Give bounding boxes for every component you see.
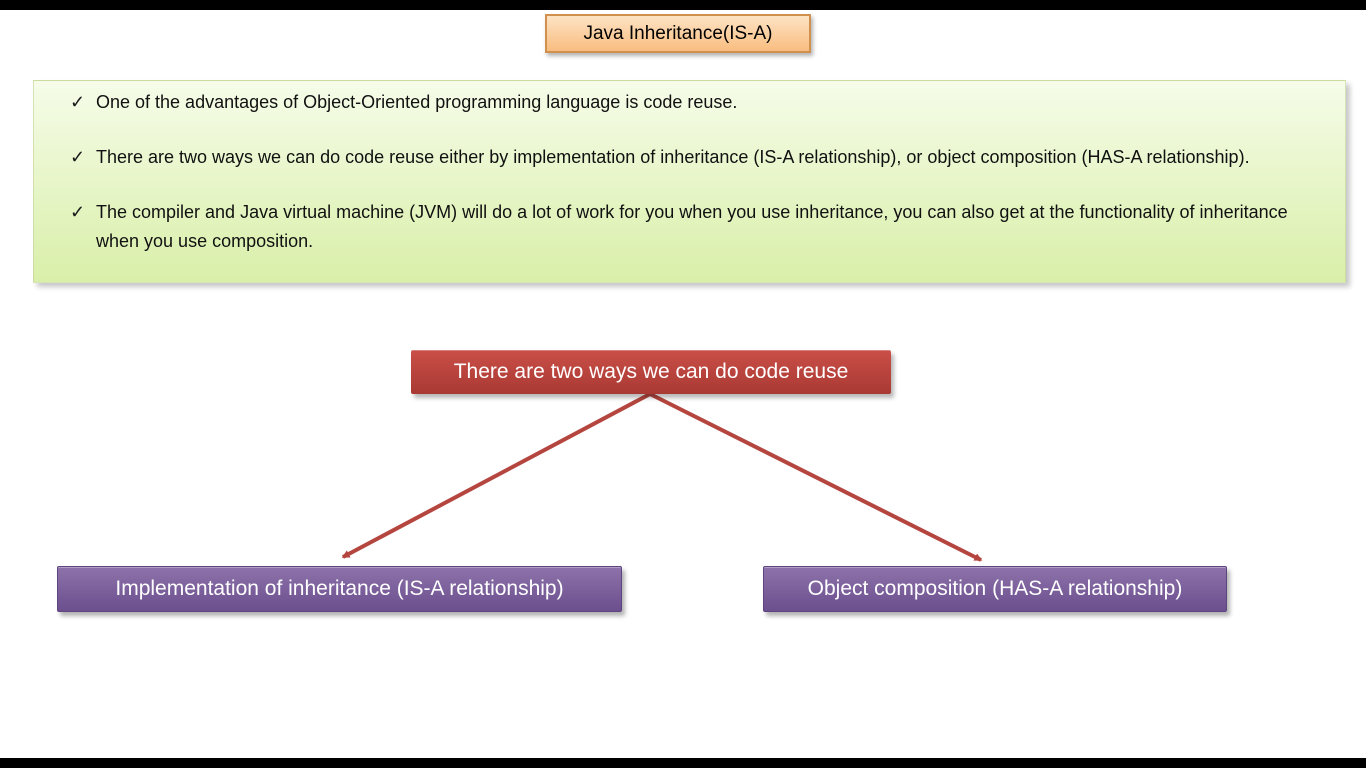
notes-panel: ✓ One of the advantages of Object-Orient… <box>33 80 1346 283</box>
bullet-item: ✓ The compiler and Java virtual machine … <box>70 198 1325 256</box>
root-node-label: There are two ways we can do code reuse <box>453 360 849 383</box>
checkmark-icon: ✓ <box>70 147 86 167</box>
bullet-item: ✓ There are two ways we can do code reus… <box>70 143 1325 172</box>
root-node: There are two ways we can do code reuse <box>411 350 891 394</box>
checkmark-icon: ✓ <box>70 92 86 112</box>
checkmark-icon: ✓ <box>70 202 86 222</box>
bullet-text: The compiler and Java virtual machine (J… <box>96 202 1288 251</box>
left-child-label: Implementation of inheritance (IS-A rela… <box>115 577 564 600</box>
right-child-node: Object composition (HAS-A relationship) <box>763 566 1227 612</box>
letterbox-bottom-bar <box>0 758 1366 768</box>
letterbox-top-bar <box>0 0 1366 10</box>
arrow-to-right-child <box>649 392 983 562</box>
slide-title-box: Java Inheritance(IS-A) <box>545 14 811 53</box>
bullet-item: ✓ One of the advantages of Object-Orient… <box>70 88 1325 117</box>
right-child-label: Object composition (HAS-A relationship) <box>807 577 1183 600</box>
slide-title: Java Inheritance(IS-A) <box>583 22 773 44</box>
left-child-node: Implementation of inheritance (IS-A rela… <box>57 566 622 612</box>
bullet-text: There are two ways we can do code reuse … <box>96 147 1250 167</box>
bullet-text: One of the advantages of Object-Oriented… <box>96 92 738 112</box>
arrow-to-left-child <box>341 392 651 559</box>
